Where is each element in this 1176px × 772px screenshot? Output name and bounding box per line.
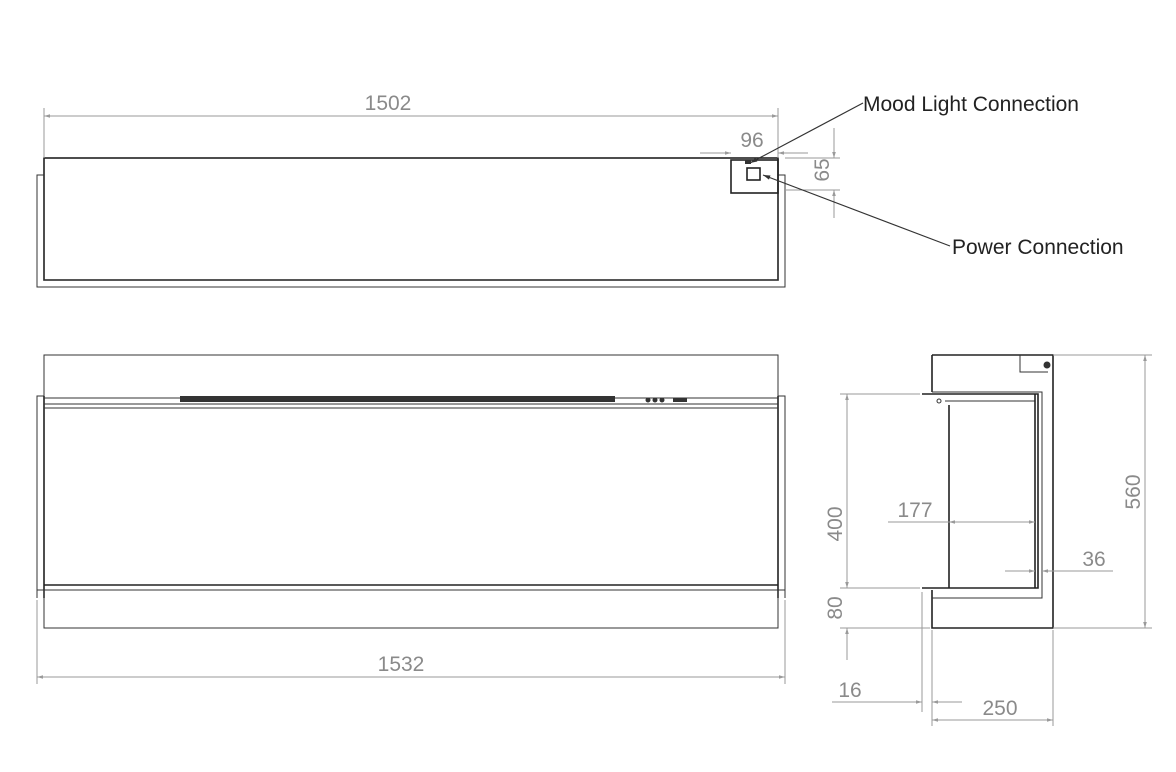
dim-opening-height: 400 <box>824 506 847 541</box>
dim-connection-height: 65 <box>811 158 834 181</box>
dim-base-height: 80 <box>824 596 847 619</box>
power-connection-label: Power Connection <box>952 236 1124 259</box>
power-socket-icon <box>746 167 761 181</box>
vent-grille <box>180 396 615 402</box>
top-view-frame <box>36 174 786 288</box>
dim-connection-offset: 96 <box>740 129 763 152</box>
connection-icon <box>1043 361 1051 369</box>
top-view: 1502 96 65 Mood Light Connection Power C… <box>36 92 1124 288</box>
dim-top-width: 1502 <box>365 92 412 115</box>
top-view-body <box>43 157 779 281</box>
dim-glass-offset: 16 <box>838 679 861 702</box>
dim-rear-gap: 36 <box>1082 548 1105 571</box>
dim-inner-depth: 177 <box>897 499 932 522</box>
mood-light-connection-label: Mood Light Connection <box>863 93 1079 116</box>
front-view: 1532 <box>36 354 786 684</box>
dim-overall-width: 1532 <box>378 653 425 676</box>
connection-box <box>730 159 779 194</box>
mood-light-socket-icon <box>745 160 751 164</box>
control-buttons <box>645 397 687 403</box>
side-view: 400 80 560 177 36 16 250 <box>824 354 1152 726</box>
dim-overall-height: 560 <box>1122 474 1145 509</box>
dim-overall-depth: 250 <box>982 697 1017 720</box>
